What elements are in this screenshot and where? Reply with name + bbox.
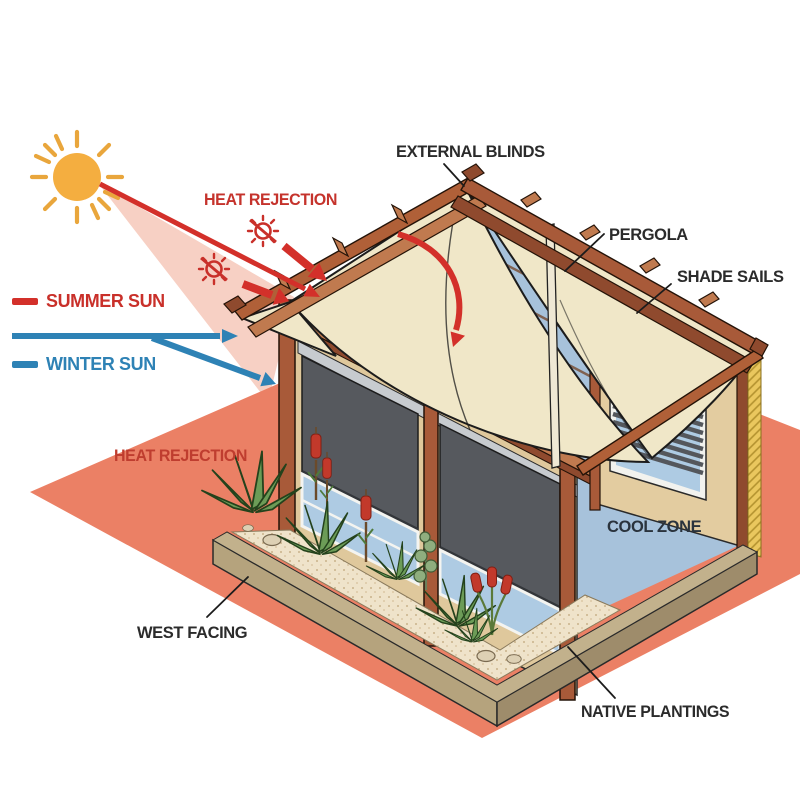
pergola-label: PERGOLA — [609, 225, 688, 244]
leader-lines — [206, 163, 672, 699]
summer-sun-legend-swatch — [12, 298, 38, 305]
sun-beam — [98, 183, 294, 402]
heat-rejection-arrow — [397, 231, 463, 331]
external-blinds-label: EXTERNAL BLINDS — [396, 142, 545, 161]
summer-sun-arrows — [98, 181, 465, 347]
sun-icon — [29, 129, 125, 225]
garden-bed — [211, 529, 759, 728]
winter-sun-label: WINTER SUN — [46, 353, 156, 374]
no-sun-icon — [246, 214, 280, 248]
winter-sun-arrows — [12, 329, 276, 387]
no-sun-icon — [197, 252, 231, 286]
native-plantings-label: NATIVE PLANTINGS — [581, 703, 730, 721]
west-facing-label: WEST FACING — [137, 623, 248, 642]
wall-insulation-strip — [747, 345, 762, 558]
shade-sails-label: SHADE SAILS — [677, 267, 784, 286]
summer-sun-label: SUMMER SUN — [46, 290, 165, 311]
rafter-stubs — [273, 191, 720, 308]
roller-blind-1 — [301, 354, 419, 532]
heat-rejection-top-label: HEAT REJECTION — [204, 191, 337, 209]
cool-zone-label: COOL ZONE — [607, 517, 702, 536]
heat-rejection-left-label: HEAT REJECTION — [114, 447, 247, 465]
post-caps — [223, 163, 769, 357]
winter-sun-legend-swatch — [12, 361, 38, 368]
